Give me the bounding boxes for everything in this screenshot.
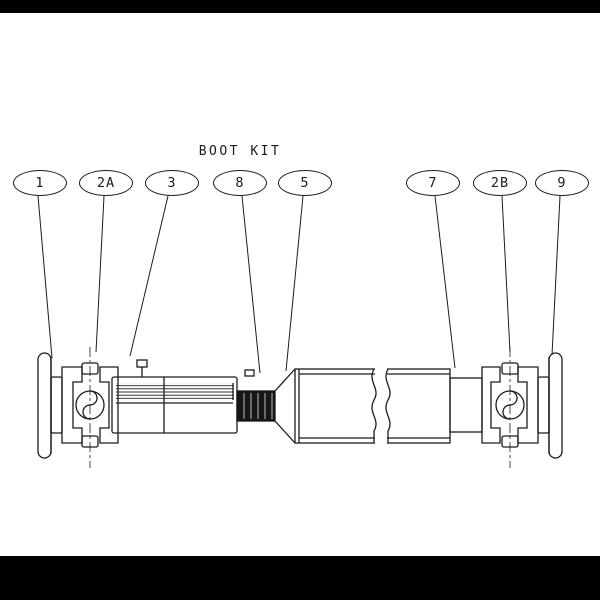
letterbox-bottom [0, 556, 600, 600]
centerlines [89, 347, 511, 468]
callout-balloon-3[interactable]: 3 [145, 170, 199, 196]
callout-balloon-9[interactable]: 9 [535, 170, 589, 196]
right-u-joint [481, 362, 539, 448]
leader-lines [37, 195, 561, 374]
callout-balloon-5[interactable]: 5 [278, 170, 332, 196]
left-flange [37, 352, 63, 459]
callout-balloon-2a[interactable]: 2A [79, 170, 133, 196]
boot [236, 369, 276, 422]
left-u-joint [61, 362, 119, 448]
right-flange [537, 352, 563, 459]
diagram-title: BOOT KIT [198, 144, 282, 159]
letterbox-top [0, 0, 600, 13]
callout-balloon-8[interactable]: 8 [213, 170, 267, 196]
callout-balloon-7[interactable]: 7 [406, 170, 460, 196]
callout-balloon-2b[interactable]: 2B [473, 170, 527, 196]
drive-tube [274, 368, 483, 444]
callout-balloon-1[interactable]: 1 [13, 170, 67, 196]
slip-yoke-splines [111, 359, 238, 434]
